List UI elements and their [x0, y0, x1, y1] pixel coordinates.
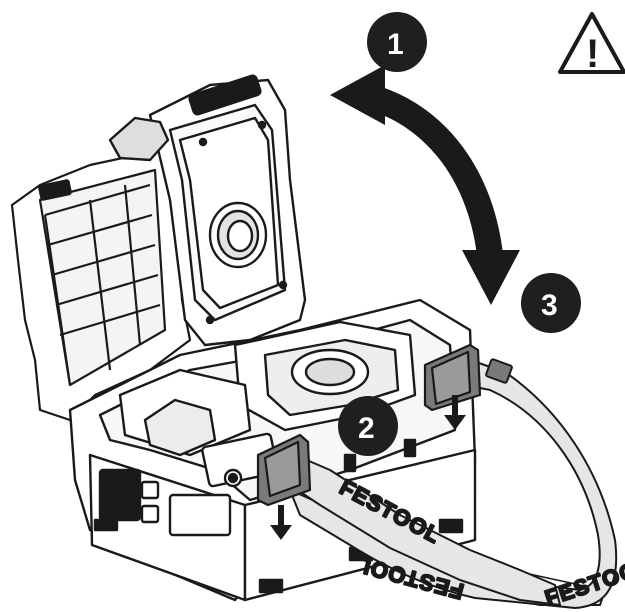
down-arrow-left-icon	[270, 505, 292, 540]
down-arrow-right-icon	[444, 395, 466, 430]
strap-band-fill	[289, 359, 618, 609]
warning-icon: !	[558, 12, 625, 76]
step-badge-2: 2	[338, 396, 398, 456]
step-number-3: 3	[541, 289, 558, 322]
main-lid-panel: FD-A-M	[108, 74, 307, 347]
step-badge-1: 1	[367, 12, 427, 72]
strap-band-front	[289, 454, 561, 606]
strap-clip-left	[256, 433, 312, 507]
step-number-1: 1	[387, 28, 404, 61]
step-badge-3: 3	[521, 273, 581, 333]
warning-symbol: !	[586, 32, 599, 76]
left-lid-panel	[10, 148, 192, 422]
curved-arrow-icon	[330, 65, 520, 305]
step-number-2: 2	[358, 412, 375, 445]
strap-clip-right	[423, 343, 482, 412]
